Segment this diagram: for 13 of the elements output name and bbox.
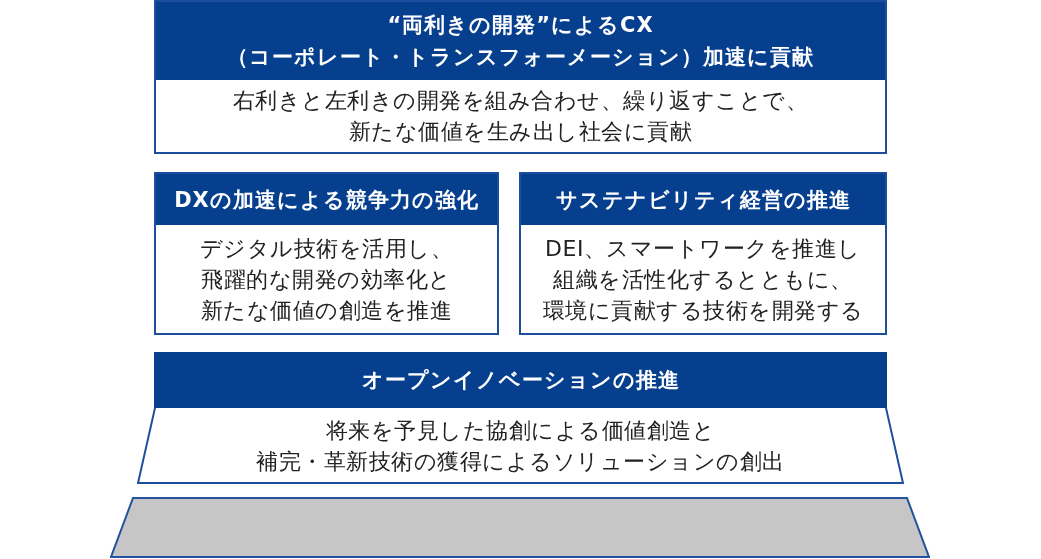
description-text: デジタル技術を活用し、飛躍的な開発の効率化と新たな価値の創造を推進	[198, 234, 455, 325]
tier-panel	[137, 352, 904, 484]
base-platform	[110, 497, 930, 558]
card-title: “両利きの開発”によるCX（コーポレート・トランスフォーメーション）加速に貢献	[226, 12, 815, 71]
card-title: オープンイノベーションの推進	[360, 367, 681, 394]
description-text: DEI、スマートワークを推進し組織を活性化するとともに、環境に貢献する技術を開発する	[541, 234, 865, 325]
description-text: 将来を予見した協創による価値創造と補完・革新技術の獲得によるソリューションの創出	[255, 417, 786, 476]
card-title: サステナビリティ経営の推進	[554, 186, 852, 214]
card-title: DXの加速による競争力の強化	[173, 186, 480, 214]
info-card	[519, 172, 887, 335]
info-card	[154, 172, 499, 335]
description-text: 右利きと左利きの開発を組み合わせ、繰り返すことで、新たな価値を生み出し社会に貢献	[231, 87, 810, 146]
info-card	[154, 0, 887, 154]
